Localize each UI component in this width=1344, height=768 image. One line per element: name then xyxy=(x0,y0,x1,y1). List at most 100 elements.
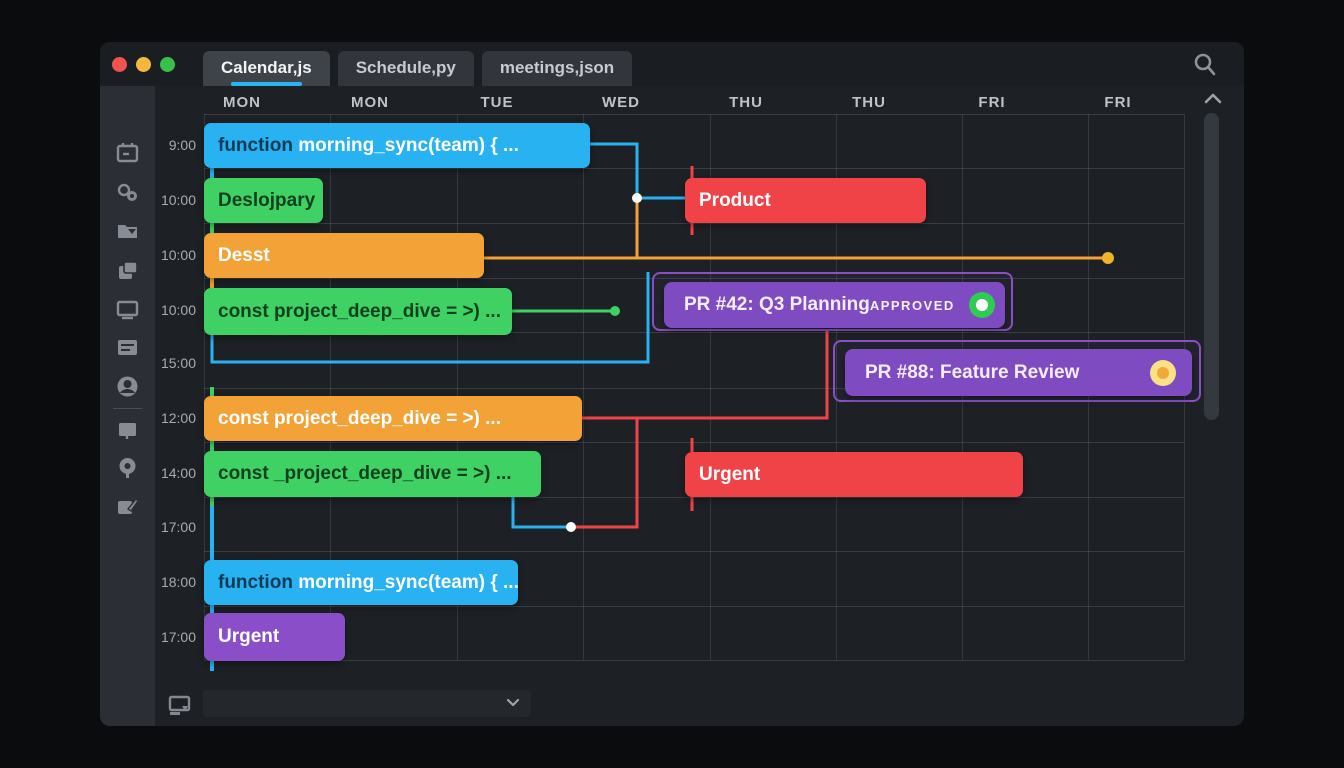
time-label-2: 10:00 xyxy=(160,192,196,208)
event-project-deep-dive-2[interactable]: const project_deep_dive = >) ... xyxy=(204,396,582,441)
connector-blue-to-product xyxy=(590,142,685,200)
connector-red-to-pr42 xyxy=(582,330,829,420)
junction-dot-2 xyxy=(566,522,576,532)
event-morning-sync-1[interactable]: function morning_sync(team) { ... xyxy=(204,123,590,168)
sidebar xyxy=(100,86,155,726)
screen-icon[interactable] xyxy=(114,417,141,444)
day-header-2: MON xyxy=(351,94,389,111)
calendar-icon[interactable] xyxy=(114,139,141,166)
title-bar: Calendar,js Schedule,py meetings,json xyxy=(100,42,1244,86)
chart-edit-icon[interactable] xyxy=(114,493,141,520)
traffic-lights xyxy=(112,57,175,72)
grid-column-line xyxy=(457,114,458,660)
sidebar-divider xyxy=(113,408,142,409)
chevron-down-icon xyxy=(505,695,521,713)
close-button[interactable] xyxy=(112,57,127,72)
grid-column-line xyxy=(204,114,205,660)
app-window: Calendar,js Schedule,py meetings,json MON M… xyxy=(100,42,1244,726)
event-project-deep-dive-1[interactable]: const project_deep_dive = >) ... xyxy=(204,288,512,335)
event-label: const project_deep_dive = >) ... xyxy=(218,407,501,429)
grid-row-line xyxy=(204,114,1184,115)
list-icon[interactable] xyxy=(114,334,141,361)
event-label: Urgent xyxy=(699,463,761,485)
grid-row-line xyxy=(204,223,1184,224)
green-endpoint-dot xyxy=(610,306,620,316)
grid-row-line xyxy=(204,606,1184,607)
event-product[interactable]: Product xyxy=(685,178,926,223)
pr-88-card-outline: PR #88: Feature Review xyxy=(833,340,1201,402)
chevron-up-icon[interactable] xyxy=(1202,90,1224,108)
time-label-3: 10:00 xyxy=(160,247,196,263)
time-label-6: 12:00 xyxy=(160,410,196,426)
time-label-5: 15:00 xyxy=(160,355,196,371)
event-deslojpary[interactable]: Deslojpary xyxy=(204,178,323,223)
time-label-9: 18:00 xyxy=(160,574,196,590)
grid-row-line xyxy=(204,497,1184,498)
search-icon[interactable] xyxy=(1190,50,1220,80)
tab-meetings-json[interactable]: meetings,json xyxy=(481,51,633,86)
time-label-8: 17:00 xyxy=(160,519,196,535)
event-label: morning_sync(team) { ... xyxy=(298,571,518,593)
event-label: function xyxy=(218,571,299,593)
event-label: Urgent xyxy=(218,626,280,647)
pending-status-dot xyxy=(1150,359,1176,386)
day-header-1: MON xyxy=(223,94,261,111)
tab-label: Schedule,py xyxy=(355,58,456,77)
time-label-4: 10:00 xyxy=(160,302,196,318)
event-label: const project_deep_dive = >) ... xyxy=(218,300,501,322)
day-header-4: WED xyxy=(602,94,640,111)
day-header-6: THU xyxy=(852,94,886,111)
day-header-8: FRI xyxy=(1104,94,1132,111)
folder-chat-icon[interactable] xyxy=(114,217,141,244)
minimize-button[interactable] xyxy=(136,57,151,72)
monitor-share-icon[interactable] xyxy=(166,692,193,719)
day-header-5: THU xyxy=(729,94,763,111)
tab-label: meetings,json xyxy=(499,58,615,77)
grid-row-line xyxy=(204,278,1184,279)
pr-title: PR #88: Feature Review xyxy=(865,361,1080,383)
status-dot-inner xyxy=(1157,366,1169,379)
event-label: const _project_deep_dive = >) ... xyxy=(218,463,512,484)
event-label: Product xyxy=(699,189,771,211)
grid-column-line xyxy=(330,114,331,660)
event-desst[interactable]: Desst xyxy=(204,233,484,278)
tab-label: Calendar,js xyxy=(221,58,312,77)
event-label: function xyxy=(218,134,299,156)
event-label: morning_sync(team) { ... xyxy=(298,134,519,156)
approved-badge: APPROVED xyxy=(869,297,955,313)
event-urgent-purple[interactable]: Urgent xyxy=(204,613,345,661)
event-label: Desst xyxy=(218,244,270,266)
active-tab-indicator xyxy=(230,82,302,86)
time-label-1: 9:00 xyxy=(168,137,196,153)
event-urgent-red[interactable]: Urgent xyxy=(685,452,1023,497)
monitor-icon[interactable] xyxy=(114,296,141,323)
status-dot-inner xyxy=(975,299,988,311)
pin-icon[interactable] xyxy=(114,454,141,481)
connector-cyan-bottom xyxy=(511,497,571,529)
user-icon[interactable] xyxy=(114,373,141,400)
event-type-select[interactable] xyxy=(203,690,531,717)
grid-column-line xyxy=(836,114,837,660)
event-label: Deslojpary xyxy=(218,189,316,211)
pr-88-card[interactable]: PR #88: Feature Review xyxy=(845,349,1192,396)
time-label-10: 17:00 xyxy=(160,629,196,645)
junction-dot-1 xyxy=(632,193,642,203)
tab-schedule-py[interactable]: Schedule,py xyxy=(337,51,474,86)
tab-calendar-js[interactable]: Calendar,js xyxy=(203,51,330,86)
day-header-7: FRI xyxy=(978,94,1006,111)
pr-title: PR #42: Q3 Planning xyxy=(684,294,870,315)
users-icon[interactable] xyxy=(114,179,141,206)
time-label-7: 14:00 xyxy=(160,465,196,481)
event-project-deep-dive-3[interactable]: const _project_deep_dive = >) ... xyxy=(204,451,541,497)
zoom-button[interactable] xyxy=(160,57,175,72)
event-morning-sync-2[interactable]: function morning_sync(team) { ... xyxy=(204,560,518,605)
copy-icon[interactable] xyxy=(114,257,141,284)
scrollbar-thumb[interactable] xyxy=(1204,113,1219,420)
grid-row-line xyxy=(204,660,1184,661)
orange-endpoint-dot xyxy=(1102,252,1114,264)
approved-status-dot xyxy=(968,292,995,318)
grid-row-line xyxy=(204,442,1184,443)
